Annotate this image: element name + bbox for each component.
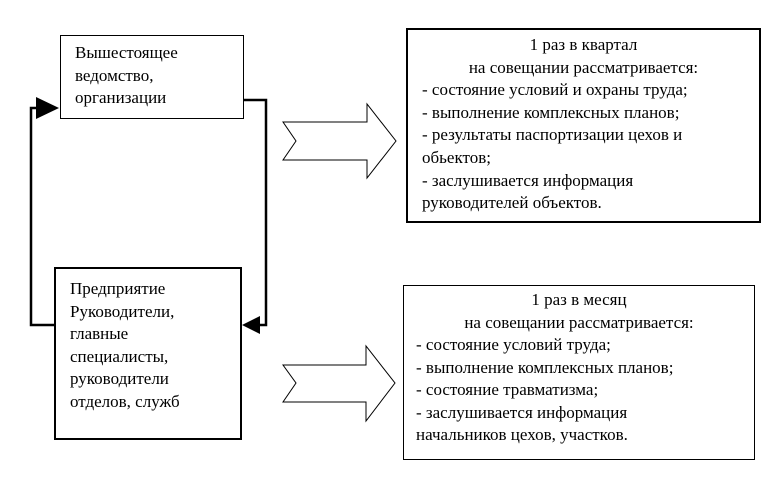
node-text: - выполнение комплексных планов; (422, 102, 680, 122)
node-text: специалисты, (70, 346, 169, 366)
node-text: Предприятие (70, 279, 166, 298)
node-text: Вышестоящее (75, 43, 178, 62)
node-text: - состояние условий и охраны труда; (422, 80, 688, 100)
node-subtitle: на совещании рассматривается: (468, 57, 699, 77)
node-text: ведомство, (75, 65, 154, 85)
connector-higher-to-enterprise (244, 98, 268, 327)
node-text: - выполнение комплексных планов; (416, 357, 674, 377)
arrowhead-right-icon (36, 97, 59, 119)
node-text: Руководители, (70, 301, 175, 321)
node-text: руководителей объектов. (422, 193, 602, 213)
node-text: главные (70, 324, 129, 343)
node-text: отделов, служб (70, 391, 180, 411)
node-title: 1 раз в квартал (529, 35, 638, 54)
node-text: организации (75, 88, 167, 107)
connector-enterprise-to-higher (29, 106, 54, 327)
node-subtitle: на совещании рассматривается: (464, 312, 694, 332)
node-quarterly-meeting: 1 раз в квартал на совещании рассматрива… (406, 28, 761, 223)
node-text: начальников цехов, участков. (416, 425, 628, 444)
node-text: - состояние условий труда; (416, 335, 611, 354)
node-enterprise: Предприятие Руководители, главные специа… (54, 267, 242, 440)
block-arrow-top-icon (282, 102, 397, 180)
node-text: - состояние травматизма; (416, 380, 599, 399)
node-text: - результаты паспортизации цехов и (422, 125, 683, 145)
node-text: обьектов; (422, 147, 491, 167)
node-text: - заслушивается информация (422, 170, 634, 190)
node-higher-authority: Вышестоящее ведомство, организации (60, 35, 244, 119)
node-title: 1 раз в месяц (531, 290, 627, 309)
node-text: руководители (70, 369, 169, 388)
block-arrow-bottom-icon (282, 344, 396, 423)
node-text: - заслушивается информация (416, 402, 628, 422)
node-monthly-meeting: 1 раз в месяц на совещании рассматривает… (403, 285, 755, 460)
arrowhead-left-icon (242, 316, 260, 334)
